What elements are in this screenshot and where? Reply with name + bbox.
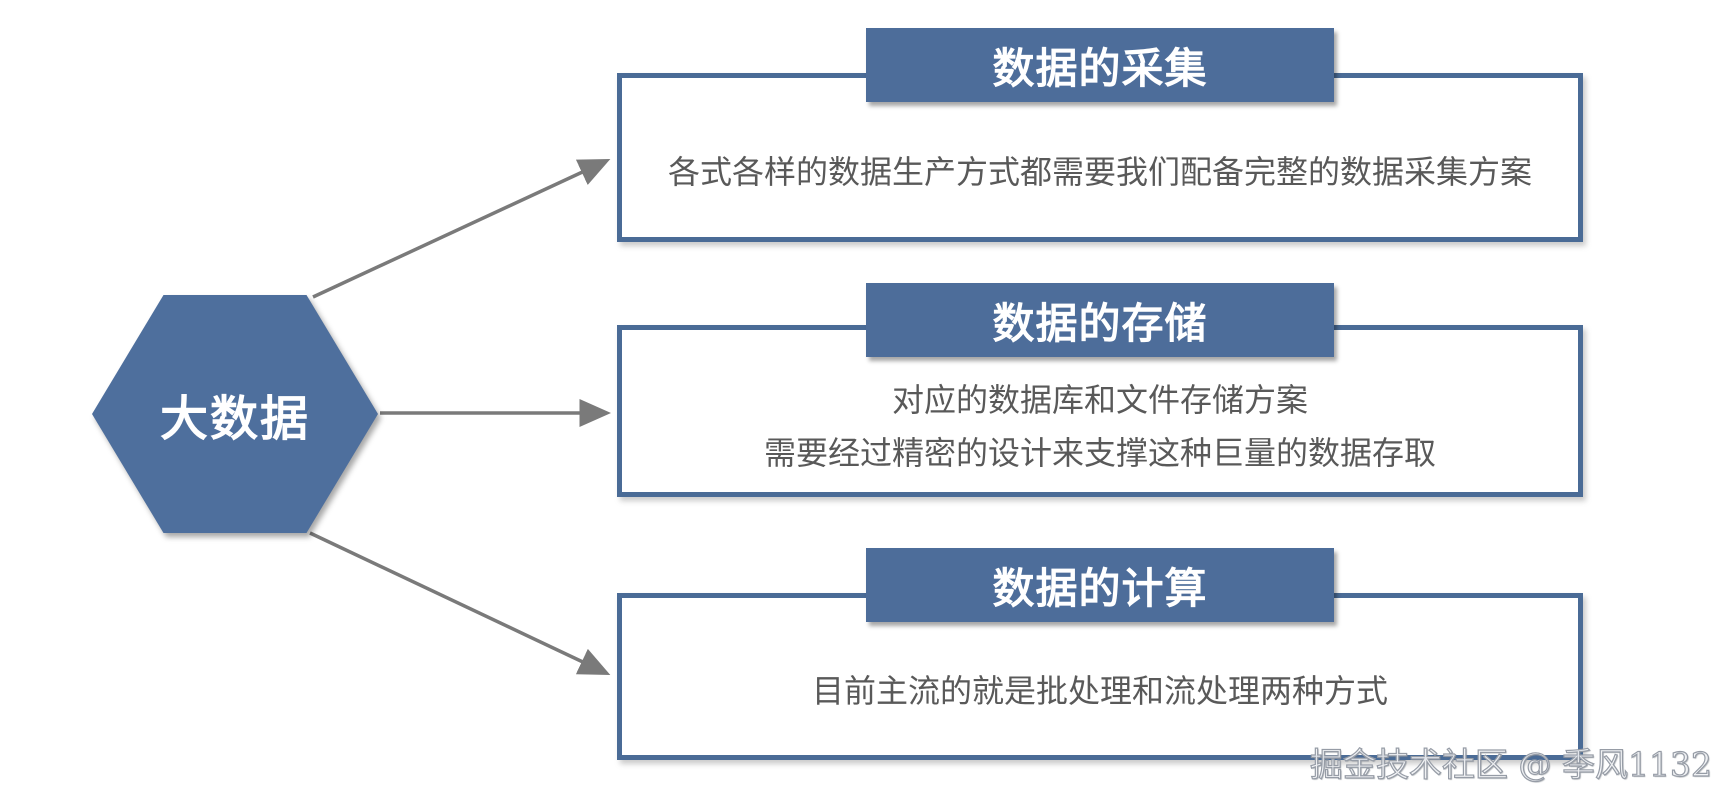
connector-arrow-collection: [312, 159, 611, 299]
node-body-collection: 各式各样的数据生产方式都需要我们配备完整的数据采集方案: [622, 107, 1578, 237]
node-text-line: 目前主流的就是批处理和流处理两种方式: [811, 671, 1388, 710]
node-body-storage: 对应的数据库和文件存储方案 需要经过精密的设计来支撑这种巨量的数据存取: [622, 362, 1578, 492]
root-node-hexagon: 大数据: [92, 295, 378, 533]
hexagon-shape: 大数据: [92, 295, 378, 533]
node-body-compute: 目前主流的就是批处理和流处理两种方式: [622, 627, 1578, 755]
node-title-label: 数据的计算: [992, 563, 1208, 613]
node-title-compute: 数据的计算: [866, 548, 1334, 622]
connector-arrow-compute: [309, 531, 611, 675]
node-title-label: 数据的存储: [992, 298, 1208, 348]
node-title-storage: 数据的存储: [866, 283, 1334, 357]
node-text-line: 对应的数据库和文件存储方案: [891, 381, 1308, 419]
watermark: 掘金技术社区 @ 季风1132: [1309, 744, 1712, 784]
node-title-collection: 数据的采集: [866, 28, 1334, 102]
node-text-line: 需要经过精密的设计来支撑这种巨量的数据存取: [763, 434, 1436, 472]
node-text-line: 各式各样的数据生产方式都需要我们配备完整的数据采集方案: [667, 152, 1532, 191]
node-title-label: 数据的采集: [992, 43, 1208, 93]
root-node-label: 大数据: [159, 391, 310, 447]
